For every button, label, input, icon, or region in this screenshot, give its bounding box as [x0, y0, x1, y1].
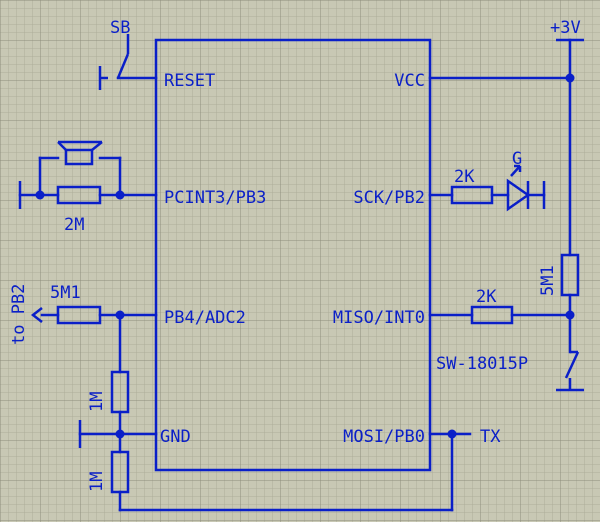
resistor-1m-top-label: 1M	[87, 392, 107, 412]
pb3-junction-left	[35, 190, 45, 200]
tilt-switch-label: SW-18015P	[436, 354, 528, 374]
led	[506, 178, 531, 212]
gnd-junction	[115, 429, 125, 439]
buzzer-body	[64, 148, 94, 166]
chip-body	[154, 38, 432, 472]
pin-pb0-label: MOSI/PB0	[343, 427, 425, 447]
pb3-junction-right	[115, 190, 125, 200]
resistor-2k-led-label: 2K	[454, 167, 475, 187]
pb2-network: 2K G	[428, 149, 546, 212]
pb0-network: TX	[428, 427, 501, 512]
pin-pb1-label: MISO/INT0	[333, 308, 425, 328]
resistor-5m1-left-label: 5M1	[50, 283, 81, 303]
pin-reset-label: RESET	[164, 71, 215, 91]
tx-label: TX	[480, 427, 501, 447]
resistor-1m-bottom-label: 1M	[87, 472, 107, 492]
pb1-network: 2K SW-18015P	[428, 287, 584, 392]
supply-label: +3V	[550, 18, 581, 38]
ground-net	[78, 420, 158, 448]
resistor-2m-label: 2M	[64, 215, 84, 235]
resistor-2k-switch-label: 2K	[476, 287, 497, 307]
pin-pb4-label: PB4/ADC2	[164, 308, 246, 328]
pin-vcc-label: VCC	[394, 71, 425, 91]
resistor-5m1-right-label: 5M1	[538, 265, 558, 296]
reset-switch: SB	[98, 18, 158, 90]
vcc-junction	[565, 73, 575, 83]
supply-rail: +3V	[428, 18, 584, 257]
pb3-network: 2M	[18, 140, 158, 235]
pin-pb3-label: PCINT3/PB3	[164, 188, 266, 208]
to-pb2-label: to PB2	[9, 284, 29, 345]
reset-switch-label: SB	[110, 18, 130, 38]
pin-gnd-label: GND	[160, 427, 191, 447]
pin-pb2-label: SCK/PB2	[353, 188, 425, 208]
arrow-to-pb2	[30, 307, 43, 323]
pb4-network: 5M1 to PB2 1M 1M	[9, 283, 454, 512]
led-label: G	[512, 149, 522, 169]
